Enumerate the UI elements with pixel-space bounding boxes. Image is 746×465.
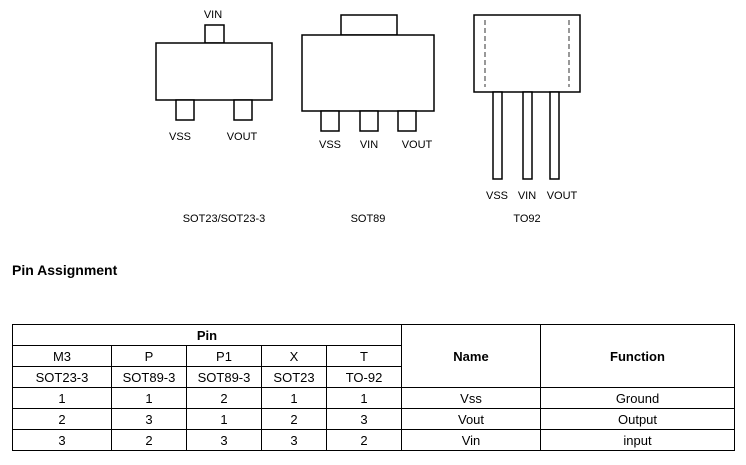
pin-assignment-table: Pin Name Function M3 P P1 X T SOT23-3 SO… — [12, 324, 735, 451]
pin-cell: 1 — [12, 387, 112, 409]
pin-cell: 3 — [12, 429, 112, 451]
function-cell: input — [540, 429, 735, 451]
sot89-package: VSS VIN VOUT SOT89 — [301, 14, 435, 225]
pin-cell: 2 — [326, 429, 402, 451]
pin-cell: 1 — [186, 408, 262, 430]
pin-cell: 3 — [326, 408, 402, 430]
name-header: Name — [401, 324, 541, 388]
sot23-pin-left-label: VSS — [169, 131, 191, 143]
table-row: 1 1 2 1 1 Vss Ground — [12, 387, 735, 409]
code-cell: M3 — [12, 345, 112, 367]
to92-pin2-label: VIN — [518, 190, 536, 202]
package-diagrams: VIN VSS VOUT SOT23/SOT23-3 VSS VIN VOUT … — [155, 9, 581, 225]
pin-header: Pin — [12, 324, 402, 346]
name-cell: Vss — [401, 387, 541, 409]
to92-package: VSS VIN VOUT TO92 — [473, 14, 581, 225]
code-cell: P — [111, 345, 187, 367]
pin-cell: 1 — [111, 387, 187, 409]
sot23-package: VIN VSS VOUT SOT23/SOT23-3 — [155, 9, 273, 225]
code-cell: T — [326, 345, 402, 367]
package-cell: SOT89-3 — [186, 366, 262, 388]
pin-cell: 2 — [261, 408, 327, 430]
sot23-pin-top-label: VIN — [204, 9, 222, 21]
table-row: 2 3 1 2 3 Vout Output — [12, 408, 735, 430]
name-cell: Vout — [401, 408, 541, 430]
to92-pin1-label: VSS — [486, 190, 508, 202]
sot23-caption: SOT23/SOT23-3 — [183, 213, 266, 225]
package-cell: SOT23 — [261, 366, 327, 388]
package-cell: TO-92 — [326, 366, 402, 388]
package-cell: SOT23-3 — [12, 366, 112, 388]
section-heading: Pin Assignment — [12, 262, 118, 278]
table-row: 3 2 3 3 2 Vin input — [12, 429, 735, 451]
sot89-caption: SOT89 — [351, 213, 386, 225]
pin-cell: 2 — [186, 387, 262, 409]
code-cell: P1 — [186, 345, 262, 367]
code-cell: X — [261, 345, 327, 367]
pin-cell: 1 — [326, 387, 402, 409]
function-header: Function — [540, 324, 735, 388]
pin-cell: 3 — [186, 429, 262, 451]
function-cell: Output — [540, 408, 735, 430]
pin-cell: 3 — [111, 408, 187, 430]
pin-cell: 3 — [261, 429, 327, 451]
pin-cell: 1 — [261, 387, 327, 409]
pin-cell: 2 — [12, 408, 112, 430]
function-cell: Ground — [540, 387, 735, 409]
package-cell: SOT89-3 — [111, 366, 187, 388]
sot89-pin2-label: VIN — [360, 139, 378, 151]
to92-caption: TO92 — [513, 213, 540, 225]
to92-pin3-label: VOUT — [547, 190, 578, 202]
pin-cell: 2 — [111, 429, 187, 451]
sot23-pin-right-label: VOUT — [227, 131, 258, 143]
table-header-row: Pin Name Function — [12, 324, 735, 388]
name-cell: Vin — [401, 429, 541, 451]
package-row: SOT23-3 SOT89-3 SOT89-3 SOT23 TO-92 — [12, 366, 735, 388]
sot89-pin3-label: VOUT — [402, 139, 433, 151]
sot89-pin1-label: VSS — [319, 139, 341, 151]
